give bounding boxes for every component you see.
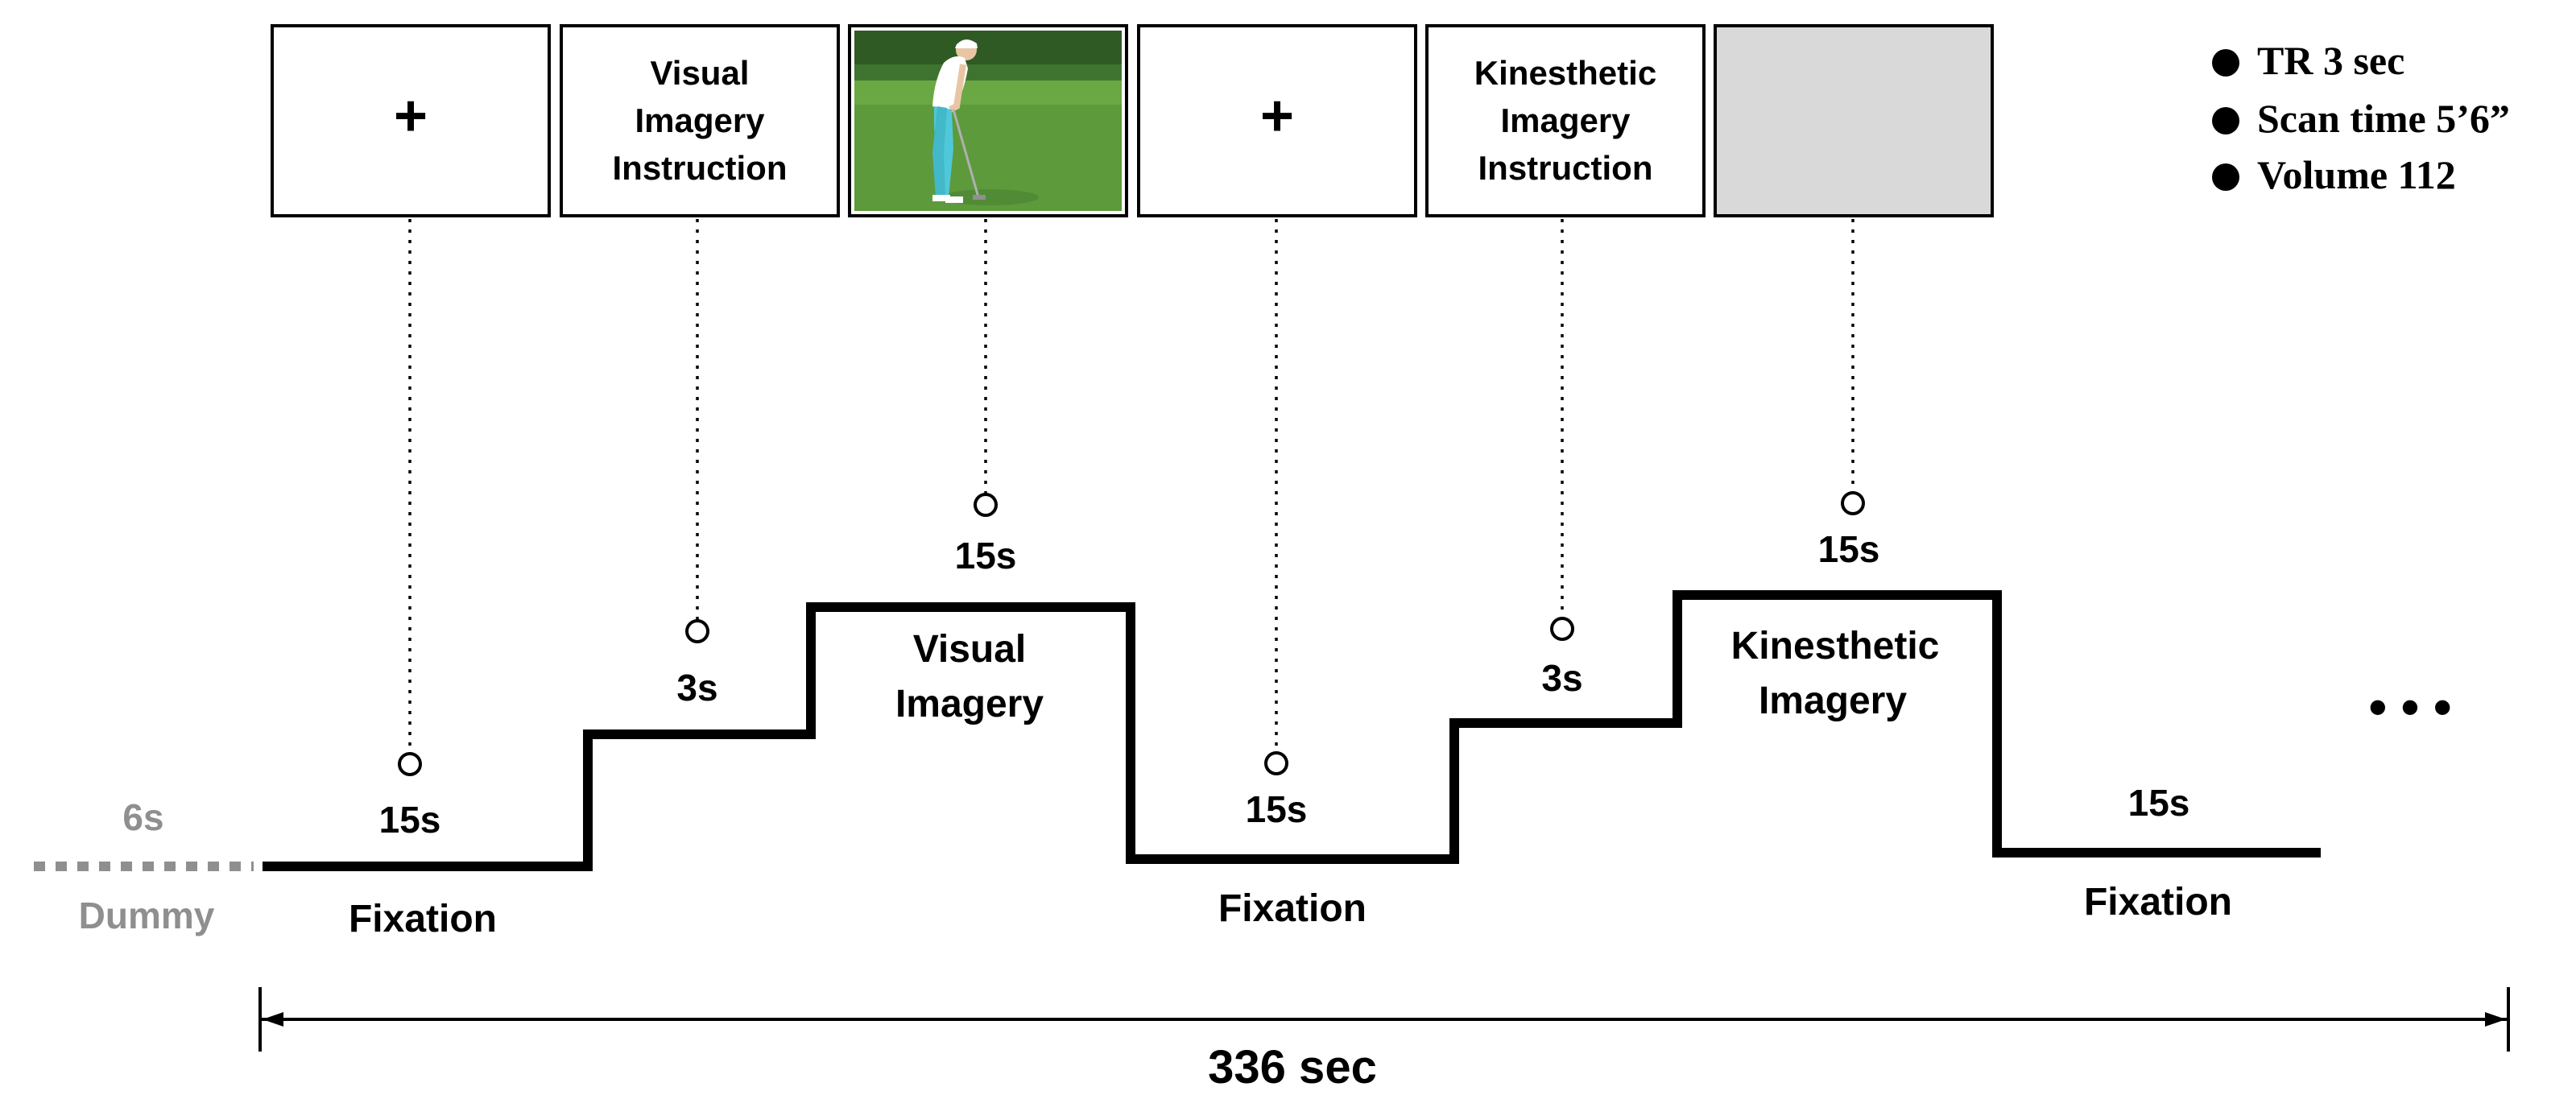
total-duration: 336 sec xyxy=(258,987,2510,1093)
endpoint-circle xyxy=(685,619,709,643)
screen-golf-photo xyxy=(848,24,1128,217)
stimulus-screens: + Visual Imagery Instruction xyxy=(271,24,1994,217)
condition-labels: Fixation Visual Imagery Fixation Kinesth… xyxy=(349,625,2232,940)
info-scan-time: Scan time 5’6” xyxy=(2257,96,2510,141)
dummy-label: Dummy xyxy=(79,895,215,936)
dummy-duration: 6s xyxy=(122,796,163,838)
duration-label: 15s xyxy=(955,535,1017,577)
endpoint-circle xyxy=(974,493,998,517)
info-tr: TR 3 sec xyxy=(2257,38,2404,83)
bullet-icon xyxy=(2212,107,2239,134)
total-duration-label: 336 sec xyxy=(1208,1041,1377,1093)
endpoint-circle xyxy=(1264,751,1288,775)
endpoint-circle xyxy=(398,752,422,776)
screen-fixation-2: + xyxy=(1137,24,1417,217)
endpoint-circle xyxy=(1550,617,1574,641)
screen-fixation-1: + xyxy=(271,24,551,217)
instruction-line: Visual xyxy=(651,54,750,92)
condition-label: Imagery xyxy=(895,683,1044,725)
duration-label: 3s xyxy=(676,667,717,709)
duration-labels: 15s 3s 15s 15s 3s 15s 15s xyxy=(379,528,2190,841)
block-timeline xyxy=(263,590,2321,871)
condition-label: Visual xyxy=(913,628,1027,671)
instruction-line: Imagery xyxy=(635,101,765,139)
connector-lines xyxy=(408,219,1854,752)
condition-label: Fixation xyxy=(2084,881,2232,924)
duration-label: 15s xyxy=(1818,528,1880,570)
screen-visual-instruction: Visual Imagery Instruction xyxy=(560,24,840,217)
duration-label: 15s xyxy=(2128,782,2190,824)
bullet-icon xyxy=(2212,49,2239,76)
duration-label: 15s xyxy=(379,799,441,841)
instruction-line: Imagery xyxy=(1500,101,1631,139)
duration-label: 15s xyxy=(1246,788,1308,830)
instruction-line: Instruction xyxy=(1478,149,1653,187)
condition-label: Kinesthetic xyxy=(1731,625,1940,667)
screen-blank xyxy=(1714,24,1994,217)
info-volume: Volume 112 xyxy=(2257,152,2456,197)
condition-label: Fixation xyxy=(349,898,497,940)
condition-label: Imagery xyxy=(1759,680,1907,722)
continuation-ellipsis: • • • xyxy=(2369,678,2452,736)
connector-endpoints xyxy=(398,491,1865,776)
bullet-icon xyxy=(2212,163,2239,191)
fixation-cross: + xyxy=(394,84,428,148)
instruction-line: Kinesthetic xyxy=(1474,54,1656,92)
fixation-cross: + xyxy=(1260,84,1294,148)
endpoint-circle xyxy=(1841,491,1865,515)
screen-kinesthetic-instruction: Kinesthetic Imagery Instruction xyxy=(1425,24,1706,217)
scan-parameters: TR 3 sec Scan time 5’6” Volume 112 xyxy=(2212,38,2510,197)
duration-label: 3s xyxy=(1541,657,1582,699)
blank-screen xyxy=(1714,24,1994,217)
golfer-photo xyxy=(854,31,1122,211)
condition-label: Fixation xyxy=(1218,887,1367,930)
instruction-line: Instruction xyxy=(613,149,788,187)
